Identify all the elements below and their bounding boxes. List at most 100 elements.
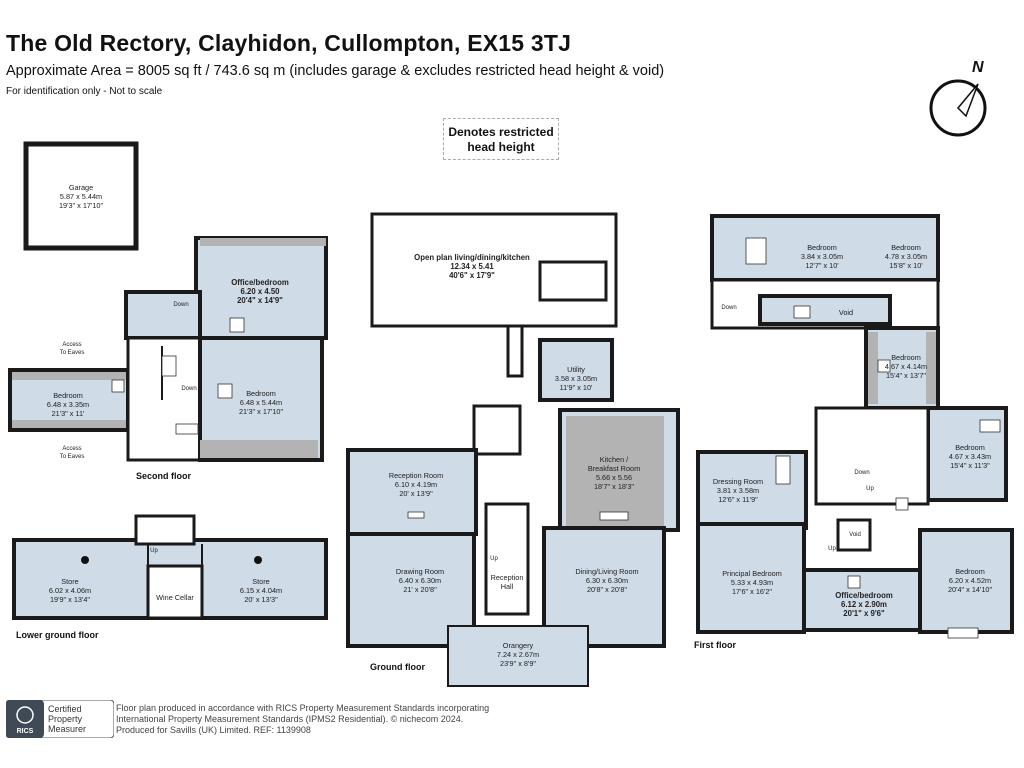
ff-bed-a-name: Bedroom <box>807 243 837 252</box>
access-eaves-bottom-2: To Eaves <box>60 454 85 460</box>
ff-bed-e-m: 6.20 x 4.52m <box>949 576 991 585</box>
ff-bed-e-ft: 20'4" x 14'10" <box>948 585 992 594</box>
north-arrow-icon: N <box>929 59 987 137</box>
lg-store-right-name: Store <box>252 577 269 586</box>
ff-bed-d-m: 4.67 x 3.43m <box>949 452 991 461</box>
first-floor-plan: Bedroom 3.84 x 3.05m 12'7" x 10' Bedroom… <box>694 214 1014 650</box>
ff-bed-c-name: Bedroom <box>891 353 921 362</box>
rics-badge-text: Certified Property Measurer <box>48 704 86 734</box>
access-eaves-bottom-1: Access <box>62 446 81 452</box>
ff-bed-d-ft: 15'4" x 11'3" <box>950 461 990 470</box>
sf-down-2: Down <box>181 386 196 392</box>
drawing-m: 6.40 x 6.30m <box>399 576 441 585</box>
orangery-name: Orangery <box>503 641 534 650</box>
garage-plan: Garage 5.87 x 5.44m 19'3" x 17'10" <box>23 141 139 251</box>
second-floor-plan: Office/bedroom 6.20 x 4.50 20'4" x 14'9"… <box>8 236 328 481</box>
lg-wine-name: Wine Cellar <box>156 593 194 602</box>
legend-line-2: head height <box>467 140 535 154</box>
footer-disclaimer: Floor plan produced in accordance with R… <box>116 703 489 736</box>
ff-office-m: 6.12 x 2.90m <box>841 600 887 609</box>
ff-bed-d-name: Bedroom <box>955 443 985 452</box>
footer-line-2: International Property Measurement Stand… <box>116 714 464 724</box>
principal-name: Principal Bedroom <box>722 569 782 578</box>
dining-name: Dining/Living Room <box>575 567 638 576</box>
badge-line-1: Certified <box>48 704 82 714</box>
access-eaves-top-1: Access <box>62 342 81 348</box>
drawing-ft: 21' x 20'8" <box>403 585 437 594</box>
drawing-name: Drawing Room <box>396 567 444 576</box>
ff-office-name: Office/bedroom <box>835 591 893 600</box>
access-eaves-top-2: To Eaves <box>60 350 85 356</box>
sf-office-ft: 20'4" x 14'9" <box>237 296 283 305</box>
principal-m: 5.33 x 4.93m <box>731 578 773 587</box>
reception-room-m: 6.10 x 4.19m <box>395 480 437 489</box>
ff-bed-e-name: Bedroom <box>955 567 985 576</box>
ff-up-2: Up <box>828 546 836 552</box>
open-plan-name: Open plan living/dining/kitchen <box>414 253 530 262</box>
badge-line-2: Property <box>48 714 83 724</box>
page-title: The Old Rectory, Clayhidon, Cullompton, … <box>6 30 572 56</box>
lower-ground-floor-label: Lower ground floor <box>16 630 99 640</box>
ff-down-2: Down <box>854 470 869 476</box>
footer-line-3: Produced for Savills (UK) Limited. REF: … <box>116 725 311 735</box>
garage-m: 5.87 x 5.44m <box>60 192 102 201</box>
rics-badge-org: RICS <box>17 728 34 735</box>
utility-ft: 11'9" x 10' <box>560 383 593 392</box>
sf-down-1: Down <box>173 302 188 308</box>
lg-store-left-m: 6.02 x 4.06m <box>49 586 91 595</box>
gf-up: Up <box>490 556 498 562</box>
disclaimer-note: For identification only - Not to scale <box>6 86 163 97</box>
lg-store-left-ft: 19'9" x 13'4" <box>50 595 90 604</box>
footer-line-1: Floor plan produced in accordance with R… <box>116 703 490 713</box>
ff-office-ft: 20'1" x 9'6" <box>843 609 885 618</box>
sf-bed-right-name: Bedroom <box>246 389 276 398</box>
ff-bed-b-ft: 15'8" x 10' <box>889 261 923 270</box>
lg-store-right-ft: 20' x 13'3" <box>244 595 278 604</box>
area-summary: Approximate Area = 8005 sq ft / 743.6 sq… <box>6 63 665 79</box>
open-plan-ft: 40'6" x 17'9" <box>449 271 495 280</box>
orangery-ft: 23'9" x 8'9" <box>500 659 536 668</box>
ground-floor-plan: Open plan living/dining/kitchen 12.34 x … <box>346 212 680 687</box>
void-name: Void <box>839 308 853 317</box>
orangery-m: 7.24 x 2.67m <box>497 650 539 659</box>
legend-line-1: Denotes restricted <box>448 125 554 139</box>
lower-ground-floor-plan: Store 6.02 x 4.06m 19'9" x 13'4" Wine Ce… <box>12 514 328 640</box>
ff-bed-c-m: 4.67 x 4.14m <box>885 362 927 371</box>
dressing-ft: 12'6" x 11'9" <box>718 495 758 504</box>
floor-plans: .rm{fill:#cfdbe7;stroke:#1a1a1a;stroke-w… <box>8 141 1014 687</box>
reception-hall-name-2: Hall <box>501 582 514 591</box>
ff-bed-b-m: 4.78 x 3.05m <box>885 252 927 261</box>
sf-bed-right-ft: 21'3" x 17'10" <box>239 407 283 416</box>
garage-ft: 19'3" x 17'10" <box>59 201 103 210</box>
reception-room-name: Reception Room <box>389 471 443 480</box>
utility-m: 3.58 x 3.05m <box>555 374 597 383</box>
sf-bed-right-m: 6.48 x 5.44m <box>240 398 282 407</box>
kitchen-name-2: Breakfast Room <box>588 464 640 473</box>
lg-store-left-name: Store <box>61 577 78 586</box>
sf-bed-left-m: 6.48 x 3.35m <box>47 400 89 409</box>
dining-m: 6.30 x 6.30m <box>586 576 628 585</box>
ground-floor-label: Ground floor <box>370 662 425 672</box>
dressing-m: 3.81 x 3.58m <box>717 486 759 495</box>
sf-bed-left-name: Bedroom <box>53 391 83 400</box>
first-floor-label: First floor <box>694 640 736 650</box>
badge-line-3: Measurer <box>48 724 87 734</box>
ff-bed-b-name: Bedroom <box>891 243 921 252</box>
restricted-height-legend: Denotes restricted head height <box>443 118 559 160</box>
dressing-name: Dressing Room <box>713 477 763 486</box>
kitchen-name: Kitchen / <box>600 455 629 464</box>
sf-bed-left-ft: 21'3" x 11' <box>52 409 85 418</box>
principal-ft: 17'6" x 16'2" <box>732 587 772 596</box>
kitchen-m: 5.66 x 5.56 <box>596 473 632 482</box>
second-floor-label: Second floor <box>136 471 191 481</box>
utility-name: Utility <box>567 365 585 374</box>
reception-room-ft: 20' x 13'9" <box>399 489 433 498</box>
sf-office-name: Office/bedroom <box>231 278 289 287</box>
ff-up-1: Up <box>866 486 874 492</box>
lg-store-right-m: 6.15 x 4.04m <box>240 586 282 595</box>
ff-bed-c-ft: 15'4" x 13'7" <box>886 371 926 380</box>
ff-void-small: Void <box>849 532 861 538</box>
ff-bed-a-ft: 12'7" x 10' <box>805 261 839 270</box>
dining-ft: 20'8" x 20'8" <box>587 585 627 594</box>
lg-up: Up <box>150 548 158 554</box>
